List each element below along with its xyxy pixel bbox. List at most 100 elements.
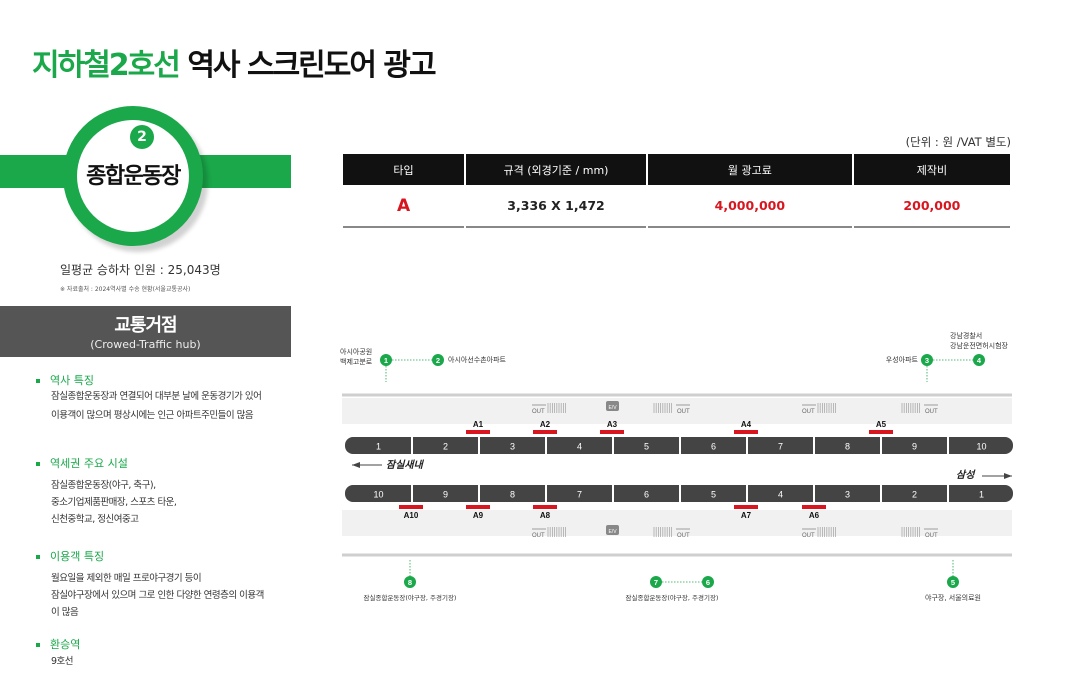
door-number: 5 bbox=[711, 490, 716, 500]
ad-screen-marker bbox=[802, 505, 826, 509]
door-number: 8 bbox=[845, 442, 850, 452]
header-type: 타입 bbox=[343, 154, 465, 185]
ad-screen-marker bbox=[533, 430, 557, 434]
elevator-label: E/V bbox=[608, 529, 617, 535]
ad-screen-label: A9 bbox=[473, 511, 484, 520]
price-table: 타입 규격 (외경기준 / mm) 월 광고료 제작비 A 3,336 X 1,… bbox=[341, 154, 1012, 228]
elevator-label: E/V bbox=[608, 405, 617, 411]
door-number: 10 bbox=[373, 490, 383, 500]
door-number: 2 bbox=[912, 490, 917, 500]
direction-arrow-head-icon bbox=[1004, 473, 1012, 479]
exit-label: 강남경찰서 bbox=[950, 331, 982, 340]
out-label: OUT bbox=[677, 533, 690, 539]
ad-screen-label: A6 bbox=[809, 511, 820, 520]
door-number: 3 bbox=[845, 490, 850, 500]
ad-screen-label: A2 bbox=[540, 420, 551, 429]
out-label: OUT bbox=[925, 533, 938, 539]
door-number: 10 bbox=[976, 442, 986, 452]
ad-screen-label: A10 bbox=[404, 511, 419, 520]
out-label: OUT bbox=[802, 409, 815, 415]
ad-screen-marker bbox=[869, 430, 893, 434]
ad-screen-marker bbox=[466, 430, 490, 434]
out-label: OUT bbox=[532, 409, 545, 415]
page-title-rest: 역사 스크린도어 광고 bbox=[178, 48, 436, 83]
exit-number-icon bbox=[947, 576, 959, 588]
out-label: OUT bbox=[532, 533, 545, 539]
exit-label: 강남운전면허시험장 bbox=[950, 341, 1009, 350]
platform-band bbox=[342, 398, 1012, 424]
section-heading: 환승역 bbox=[36, 636, 80, 652]
exit-number-icon bbox=[973, 354, 985, 366]
bullet-icon bbox=[36, 379, 40, 383]
door-number: 4 bbox=[577, 442, 582, 452]
door-number: 1 bbox=[979, 490, 984, 500]
section-heading: 역사 특징 bbox=[36, 372, 94, 388]
exit-number-icon bbox=[702, 576, 714, 588]
cell-size: 3,336 X 1,472 bbox=[466, 185, 646, 228]
ad-screen-label: A5 bbox=[876, 420, 887, 429]
exit-number-icon bbox=[921, 354, 933, 366]
door-number: 7 bbox=[577, 490, 582, 500]
exit-number-icon bbox=[432, 354, 444, 366]
page-title: 지하철2호선 역사 스크린도어 광고 bbox=[32, 40, 437, 84]
exit-number: 8 bbox=[408, 578, 412, 587]
exit-number: 7 bbox=[654, 578, 658, 587]
section-body: 잠실종합운동장과 연결되어 대부분 날에 운동경기가 있어 이용객이 많으며 평… bbox=[51, 391, 262, 421]
source-note: ※ 자료출처 : 2024역사별 수송 현황(서울교통공사) bbox=[60, 286, 191, 293]
ad-screen-marker bbox=[600, 430, 624, 434]
exit-number-icon bbox=[650, 576, 662, 588]
exit-label: 아시아선수촌아파트 bbox=[448, 355, 507, 364]
elevator-icon bbox=[606, 401, 619, 411]
platform-band bbox=[342, 510, 1012, 536]
ad-screen-marker bbox=[734, 505, 758, 509]
unit-note: (단위 : 원 /VAT 별도) bbox=[905, 135, 1011, 149]
section-body: 9호선 bbox=[51, 656, 74, 667]
ad-screen-label: A1 bbox=[473, 420, 484, 429]
ad-screen-marker bbox=[466, 505, 490, 509]
ad-screen-label: A8 bbox=[540, 511, 551, 520]
door-number: 5 bbox=[644, 442, 649, 452]
ad-screen-marker bbox=[734, 430, 758, 434]
exit-number: 6 bbox=[706, 578, 710, 587]
ad-screen-label: A3 bbox=[607, 420, 618, 429]
page-title-line: 지하철2호선 bbox=[32, 48, 181, 83]
exit-number-icon bbox=[404, 576, 416, 588]
section-body: 월요일을 제외한 매일 프로야구경기 등이 잠실야구장에서 있으며 그로 인한 … bbox=[51, 573, 264, 618]
exit-number-icon bbox=[380, 354, 392, 366]
exit-label: 야구장, 서울의료원 bbox=[925, 593, 981, 602]
exit-label: 잠실종합운동장(야구장, 주경기장) bbox=[364, 593, 457, 602]
direction-east-label: 삼성 bbox=[956, 469, 976, 481]
exit-label: 아시아공원 bbox=[340, 347, 372, 356]
exit-number: 4 bbox=[977, 356, 982, 365]
out-label: OUT bbox=[802, 533, 815, 539]
section-heading: 역세권 주요 시설 bbox=[36, 455, 128, 471]
ad-screen-marker bbox=[533, 505, 557, 509]
header-production-cost: 제작비 bbox=[853, 154, 1010, 185]
cell-production-cost: 200,000 bbox=[853, 185, 1010, 228]
cell-monthly-fee: 4,000,000 bbox=[647, 185, 852, 228]
hub-title: 교통거점 bbox=[114, 315, 177, 336]
section-heading: 이용객 특징 bbox=[36, 548, 104, 564]
ad-screen-label: A7 bbox=[741, 511, 752, 520]
door-number: 9 bbox=[443, 490, 448, 500]
cell-type: A bbox=[343, 185, 465, 228]
table-row: A 3,336 X 1,472 4,000,000 200,000 bbox=[343, 185, 1010, 228]
daily-ridership: 일평균 승하차 인원 : 25,043명 bbox=[60, 263, 221, 277]
out-label: OUT bbox=[925, 409, 938, 415]
exit-number: 2 bbox=[436, 356, 440, 365]
exit-number: 1 bbox=[384, 356, 388, 365]
door-number: 6 bbox=[711, 442, 716, 452]
section-body: 잠실종합운동장(야구, 축구), 중소기업제품판매장, 스포츠 타운, 신천중학… bbox=[51, 480, 177, 525]
ad-screen-label: A4 bbox=[741, 420, 752, 429]
door-number: 2 bbox=[443, 442, 448, 452]
exit-label: 우성아파트 bbox=[886, 355, 919, 364]
elevator-icon bbox=[606, 525, 619, 535]
station-name: 종합운동장 bbox=[86, 164, 181, 189]
exit-label: 백제고분로 bbox=[340, 357, 373, 366]
header-size: 규격 (외경기준 / mm) bbox=[466, 154, 646, 185]
door-number: 9 bbox=[912, 442, 917, 452]
bullet-icon bbox=[36, 462, 40, 466]
exit-number: 3 bbox=[925, 356, 929, 365]
door-number: 6 bbox=[644, 490, 649, 500]
hub-box: 교통거점 (Crowed-Traffic hub) bbox=[0, 306, 291, 357]
